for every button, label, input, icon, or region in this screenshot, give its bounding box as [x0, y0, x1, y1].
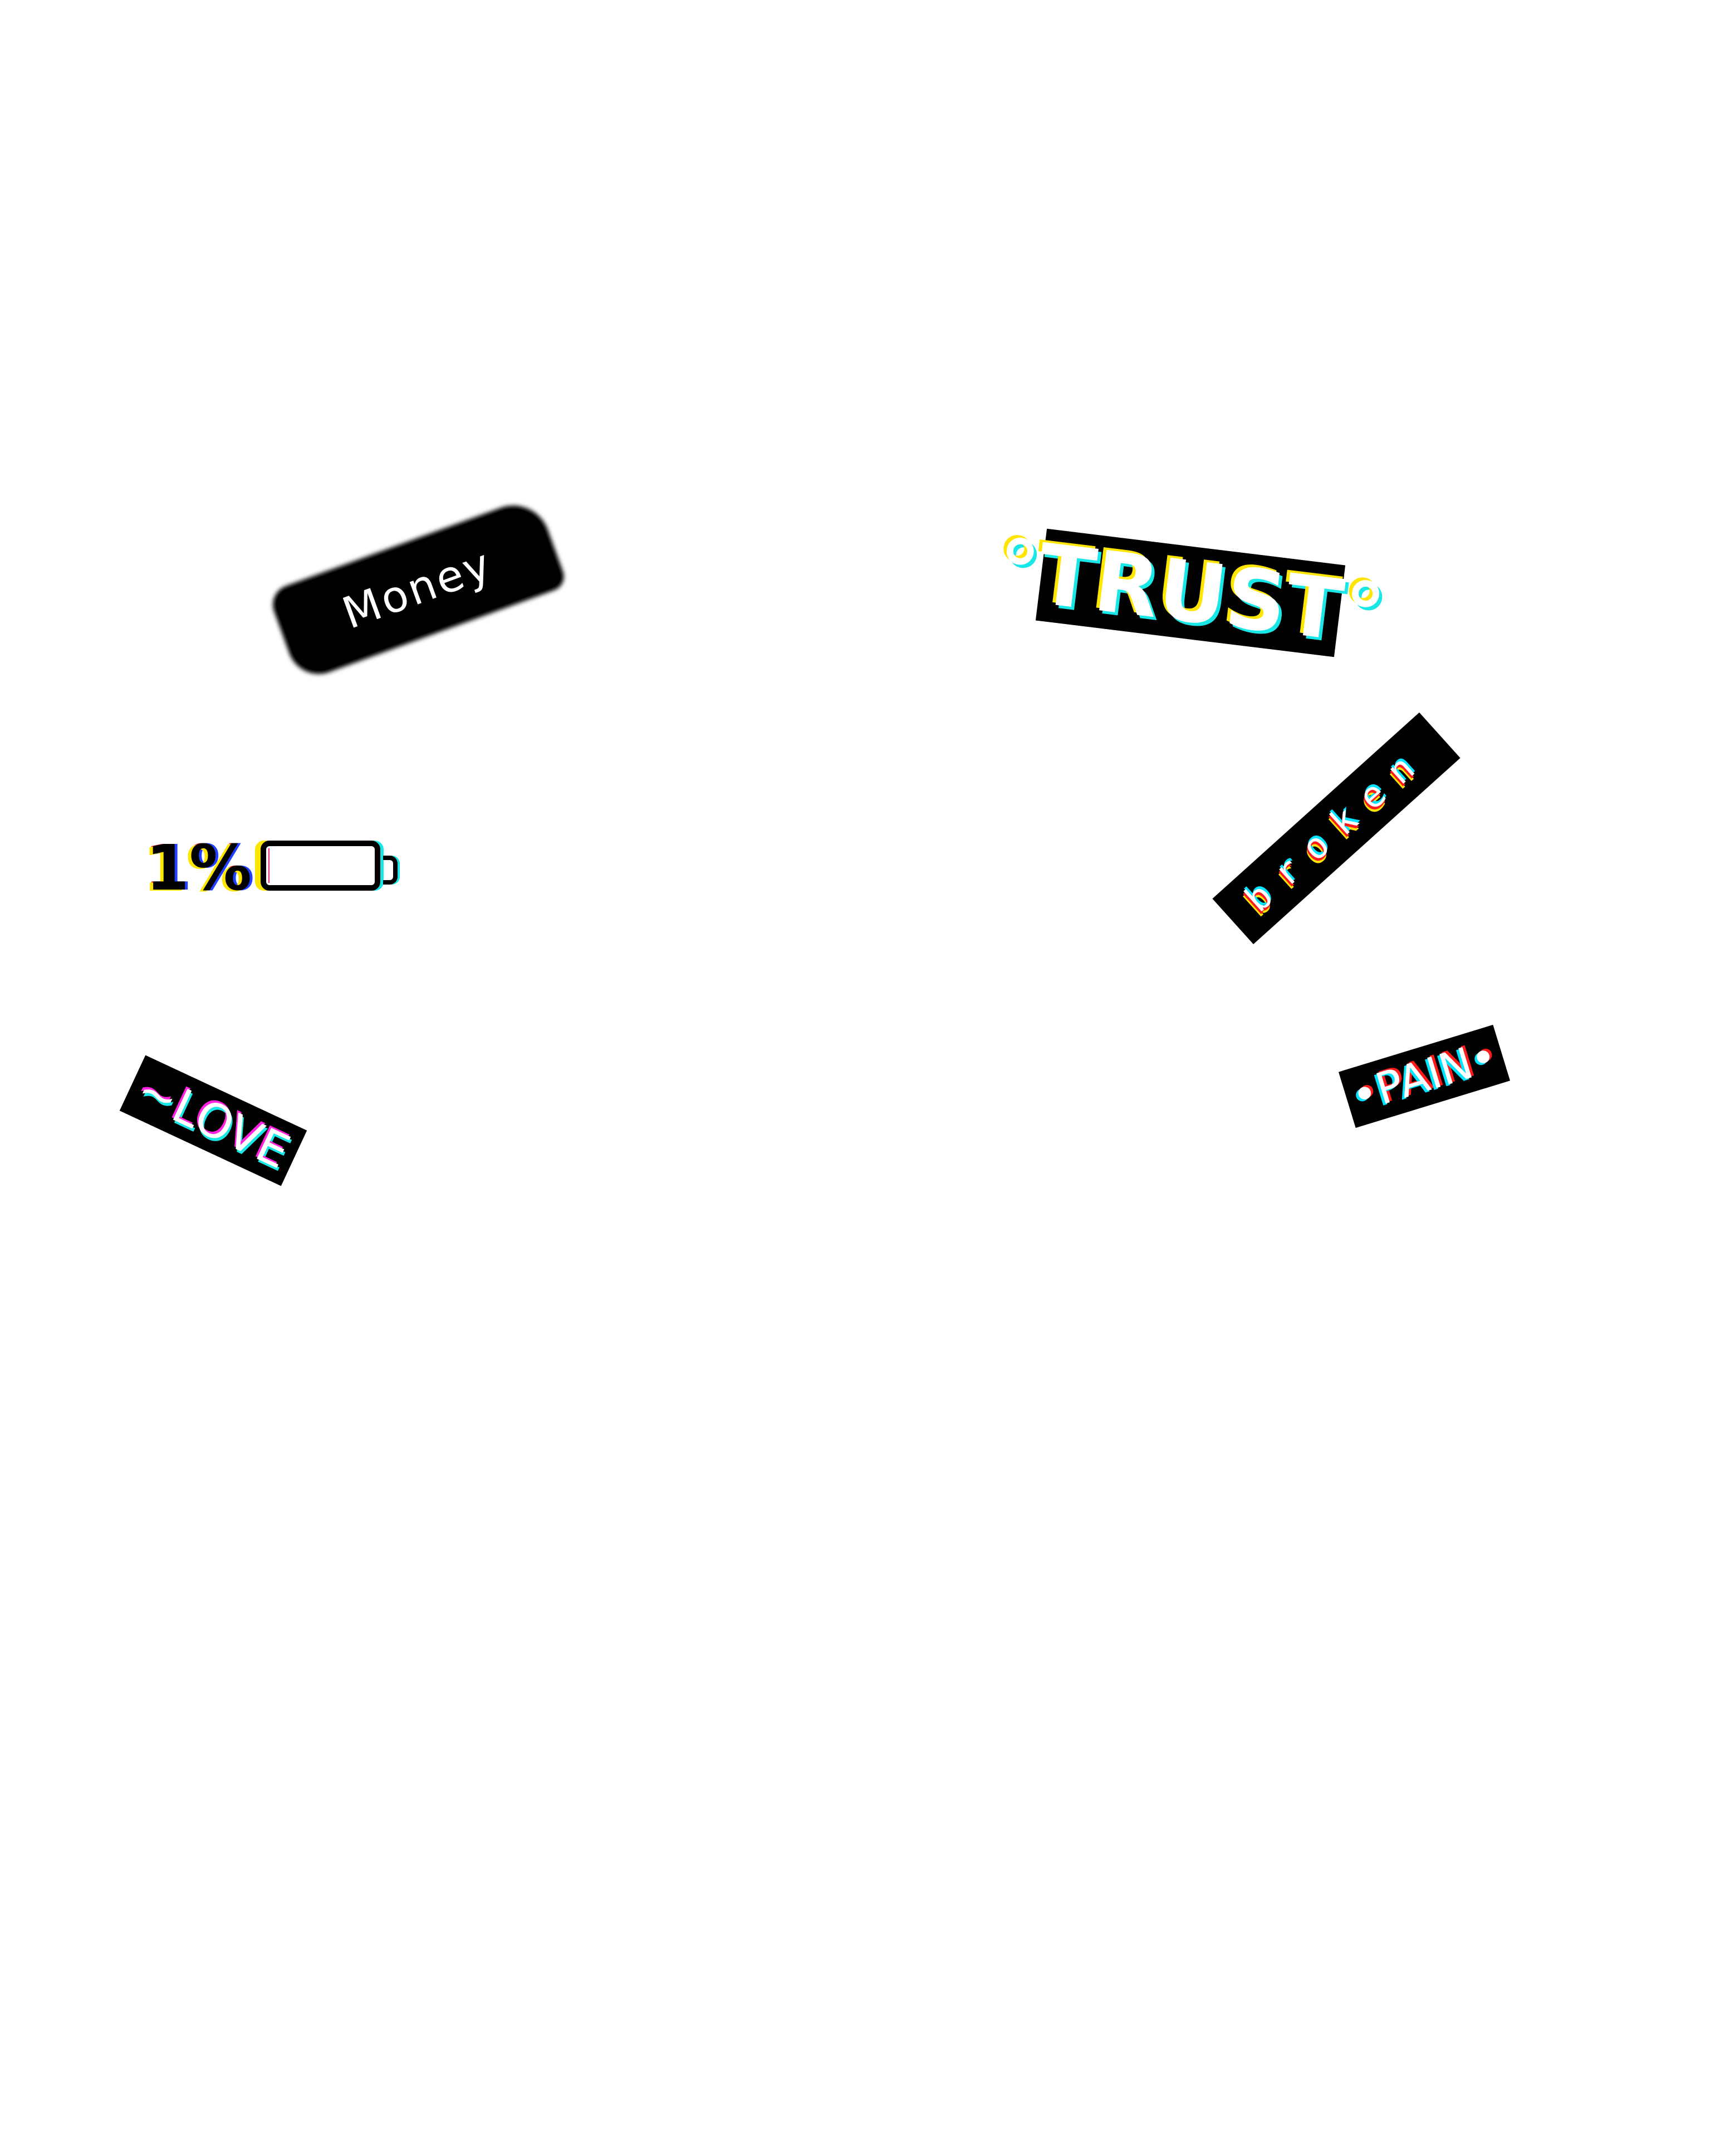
trust-sticker: °TRUST° — [991, 521, 1390, 665]
love-sticker: ~LOVE — [119, 1055, 307, 1186]
love-text: ~LOVE — [129, 1062, 298, 1180]
battery-level-fill — [268, 848, 269, 883]
battery-icon — [261, 841, 380, 891]
pain-text: •PAIN• — [1345, 1030, 1503, 1122]
broken-sticker: broken — [1212, 712, 1461, 945]
broken-text: broken — [1237, 736, 1435, 921]
battery-percent-label: 1% — [146, 832, 252, 905]
money-sticker: Money — [271, 499, 564, 679]
money-text: Money — [336, 539, 499, 639]
battery-tip-icon — [383, 856, 398, 885]
pain-sticker: •PAIN• — [1338, 1024, 1511, 1128]
trust-text: °TRUST° — [991, 520, 1390, 665]
